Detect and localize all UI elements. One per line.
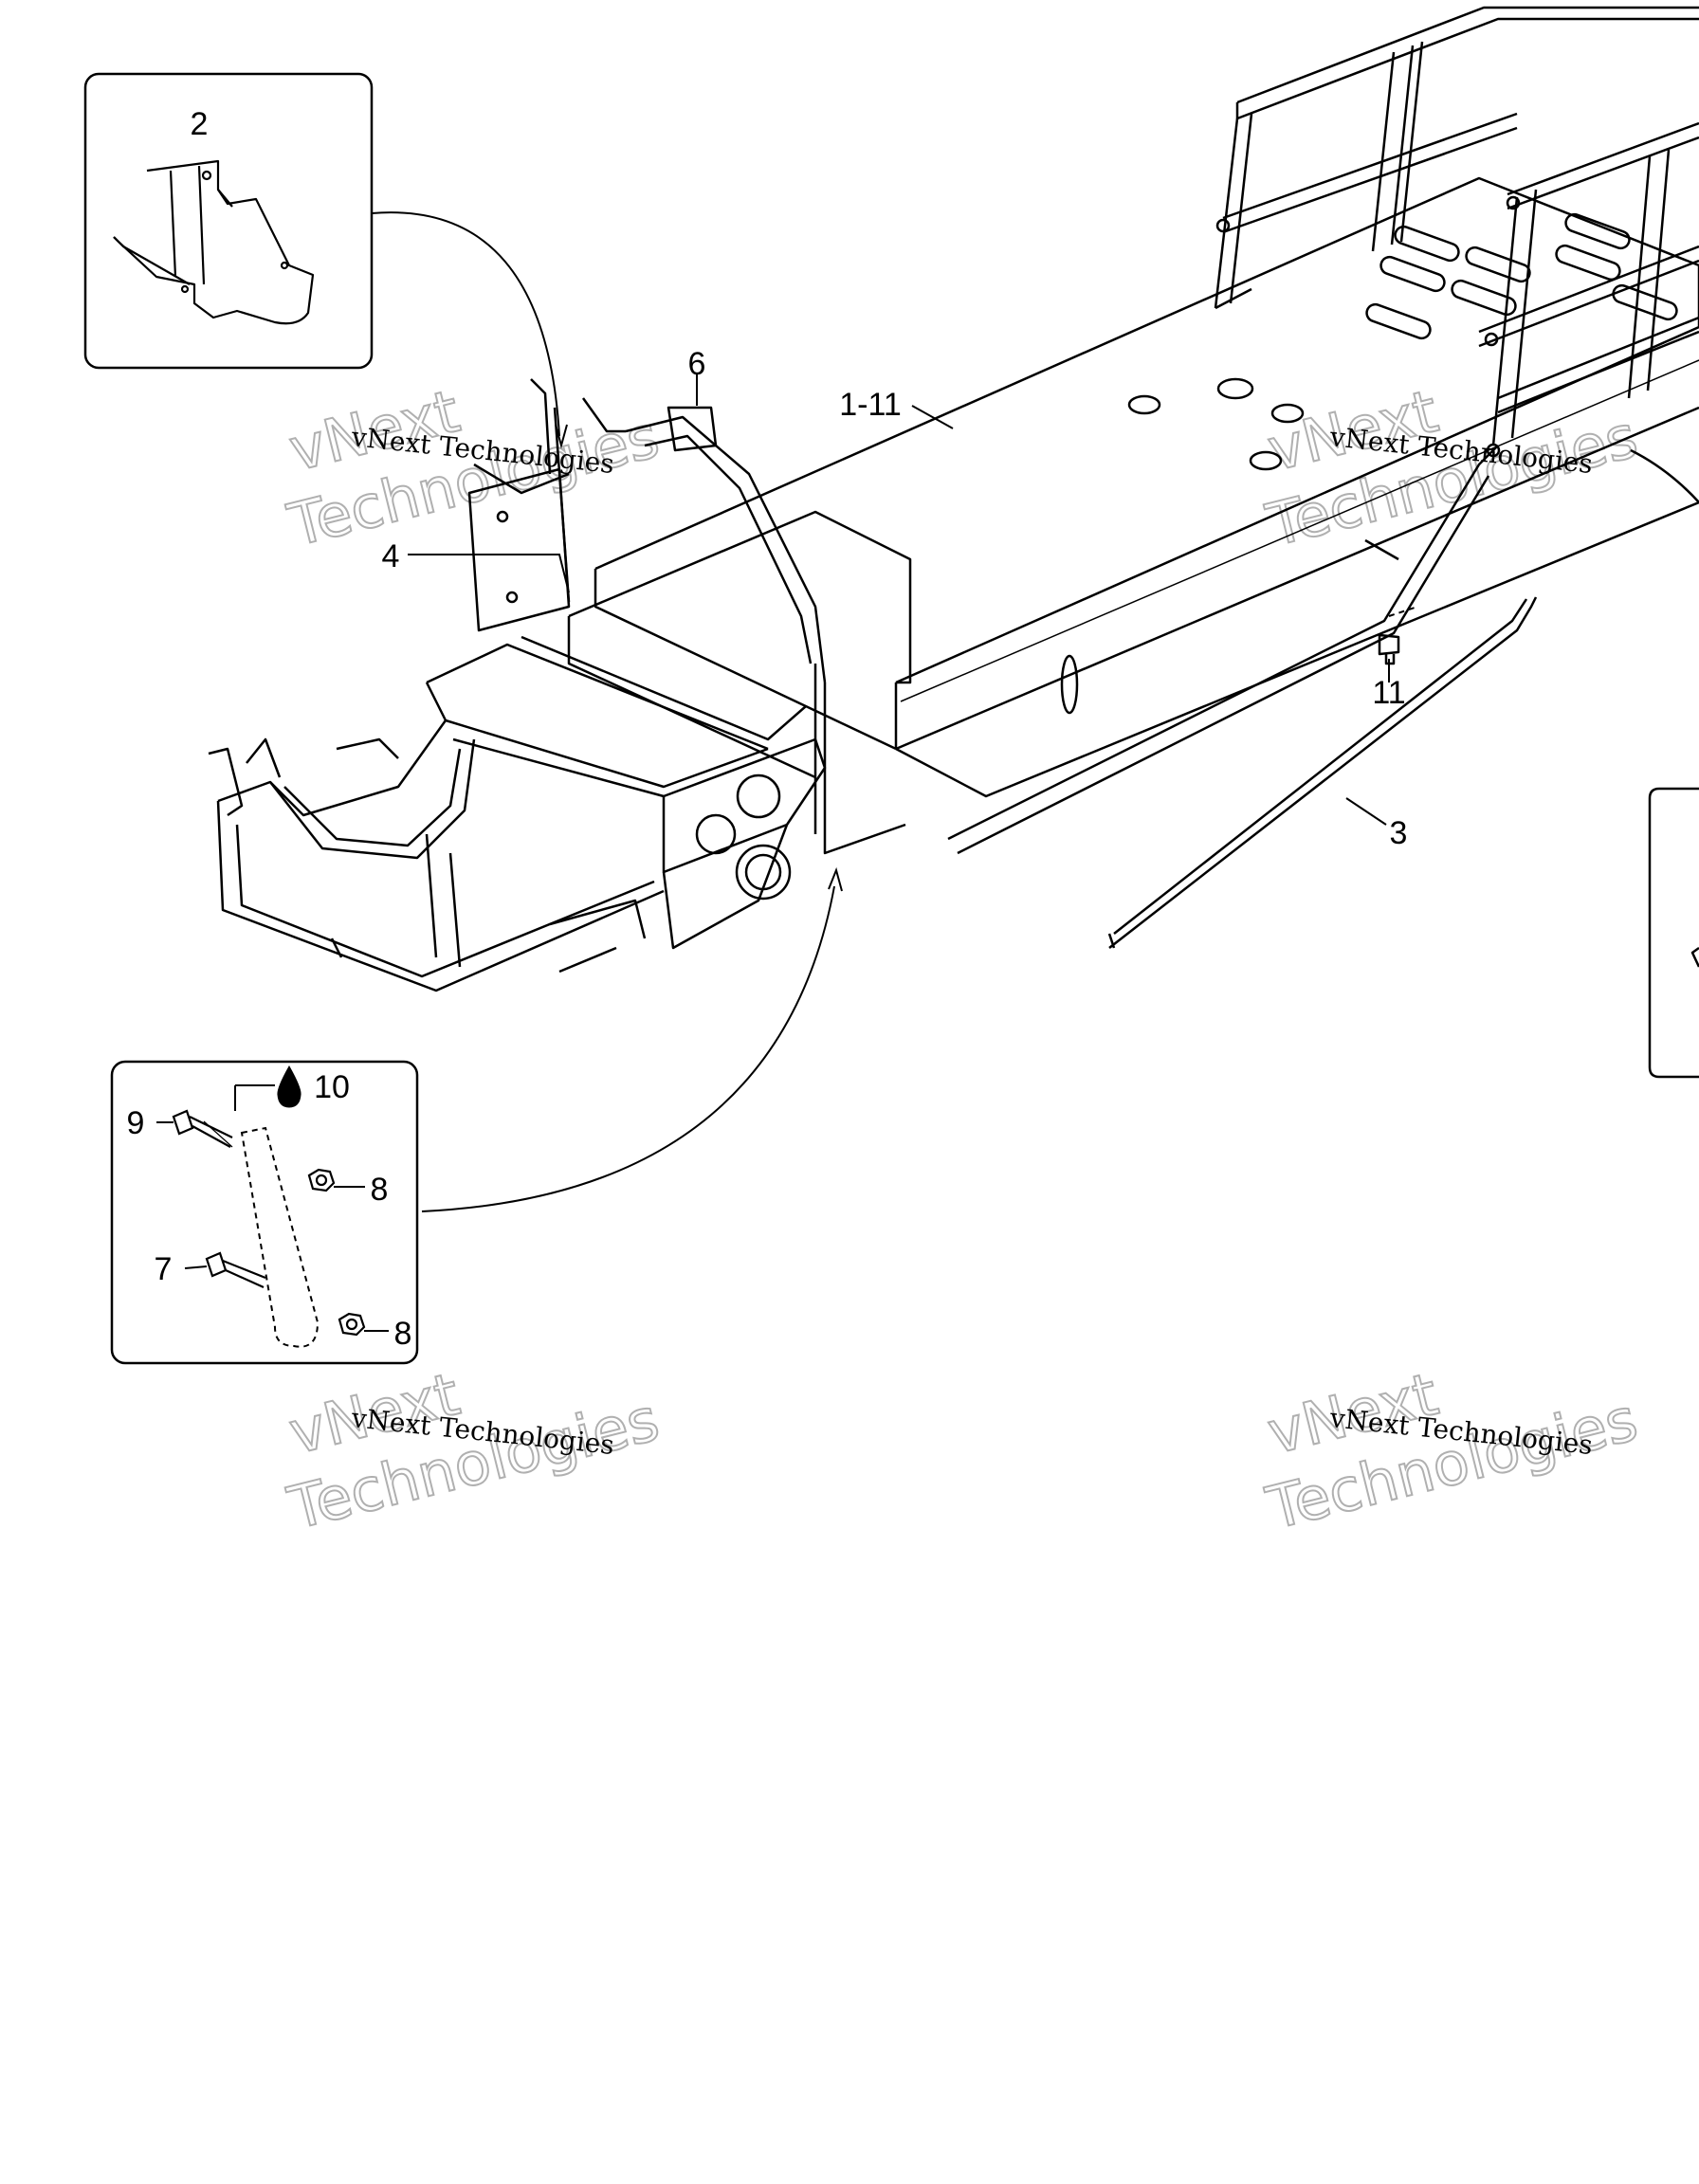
leader-lines xyxy=(156,211,1418,1332)
callout-4: 4 xyxy=(382,538,400,574)
callout-labels: 2 6 1-11 4 11 3 10 9 8 7 8 xyxy=(127,106,1408,1352)
watermark-group-top-right: vNext Technologies vNext Technologies xyxy=(1259,375,1645,561)
leader-inset-arrow xyxy=(828,866,843,892)
liquid-drop-icon xyxy=(277,1065,301,1108)
leader-2-arrow xyxy=(555,424,568,449)
watermark-group-top-left: vNext Technologies vNext Technologies xyxy=(281,375,667,561)
roll-bar xyxy=(581,397,827,683)
inset-frame xyxy=(83,72,374,370)
dashed-bar-outline xyxy=(240,1126,320,1348)
inset-part-2 xyxy=(83,72,374,370)
partial-leader-right xyxy=(1630,448,1699,503)
frame-assembly xyxy=(208,6,1699,1079)
nut-8-bottom xyxy=(338,1312,366,1337)
leader-3 xyxy=(1345,797,1387,826)
side-rail xyxy=(895,445,1699,855)
front-section xyxy=(425,635,827,950)
callout-6: 6 xyxy=(688,346,706,382)
leader-2 xyxy=(371,211,560,437)
lower-rail xyxy=(1107,596,1538,949)
bolt-9 xyxy=(172,1109,233,1148)
cargo-rack xyxy=(1214,6,1699,458)
bracket-drawing xyxy=(113,159,315,325)
callout-8-bottom: 8 xyxy=(394,1316,412,1352)
watermark-group-bottom-right: vNext Technologies vNext Technologies xyxy=(1259,1358,1645,1544)
side-plate xyxy=(467,378,571,632)
callout-1-11: 1-11 xyxy=(839,387,902,423)
leader-4 xyxy=(408,554,570,593)
nut-8-top xyxy=(307,1168,336,1192)
callout-9: 9 xyxy=(127,1105,145,1141)
callout-3: 3 xyxy=(1390,815,1408,851)
leader-11-dashed xyxy=(1388,606,1418,617)
mid-box xyxy=(567,510,912,855)
callout-8-top: 8 xyxy=(371,1172,389,1208)
leader-7 xyxy=(184,1265,208,1269)
watermark-group-bottom-left: vNext Technologies vNext Technologies xyxy=(281,1358,667,1544)
callout-10: 10 xyxy=(314,1069,350,1105)
inset-frame xyxy=(110,1060,419,1365)
front-cradle xyxy=(208,719,665,992)
inset-fasteners xyxy=(110,1060,419,1365)
partial-inset-box xyxy=(1648,787,1699,1079)
callout-11: 11 xyxy=(1372,675,1405,711)
callout-2: 2 xyxy=(191,106,209,142)
deck-platform xyxy=(594,176,1699,751)
callout-7: 7 xyxy=(155,1251,173,1287)
leader-inset-fasteners xyxy=(421,885,835,1212)
bolt-7 xyxy=(205,1251,266,1289)
partial-inset-detail xyxy=(1690,946,1699,968)
leader-1-11 xyxy=(911,405,954,429)
